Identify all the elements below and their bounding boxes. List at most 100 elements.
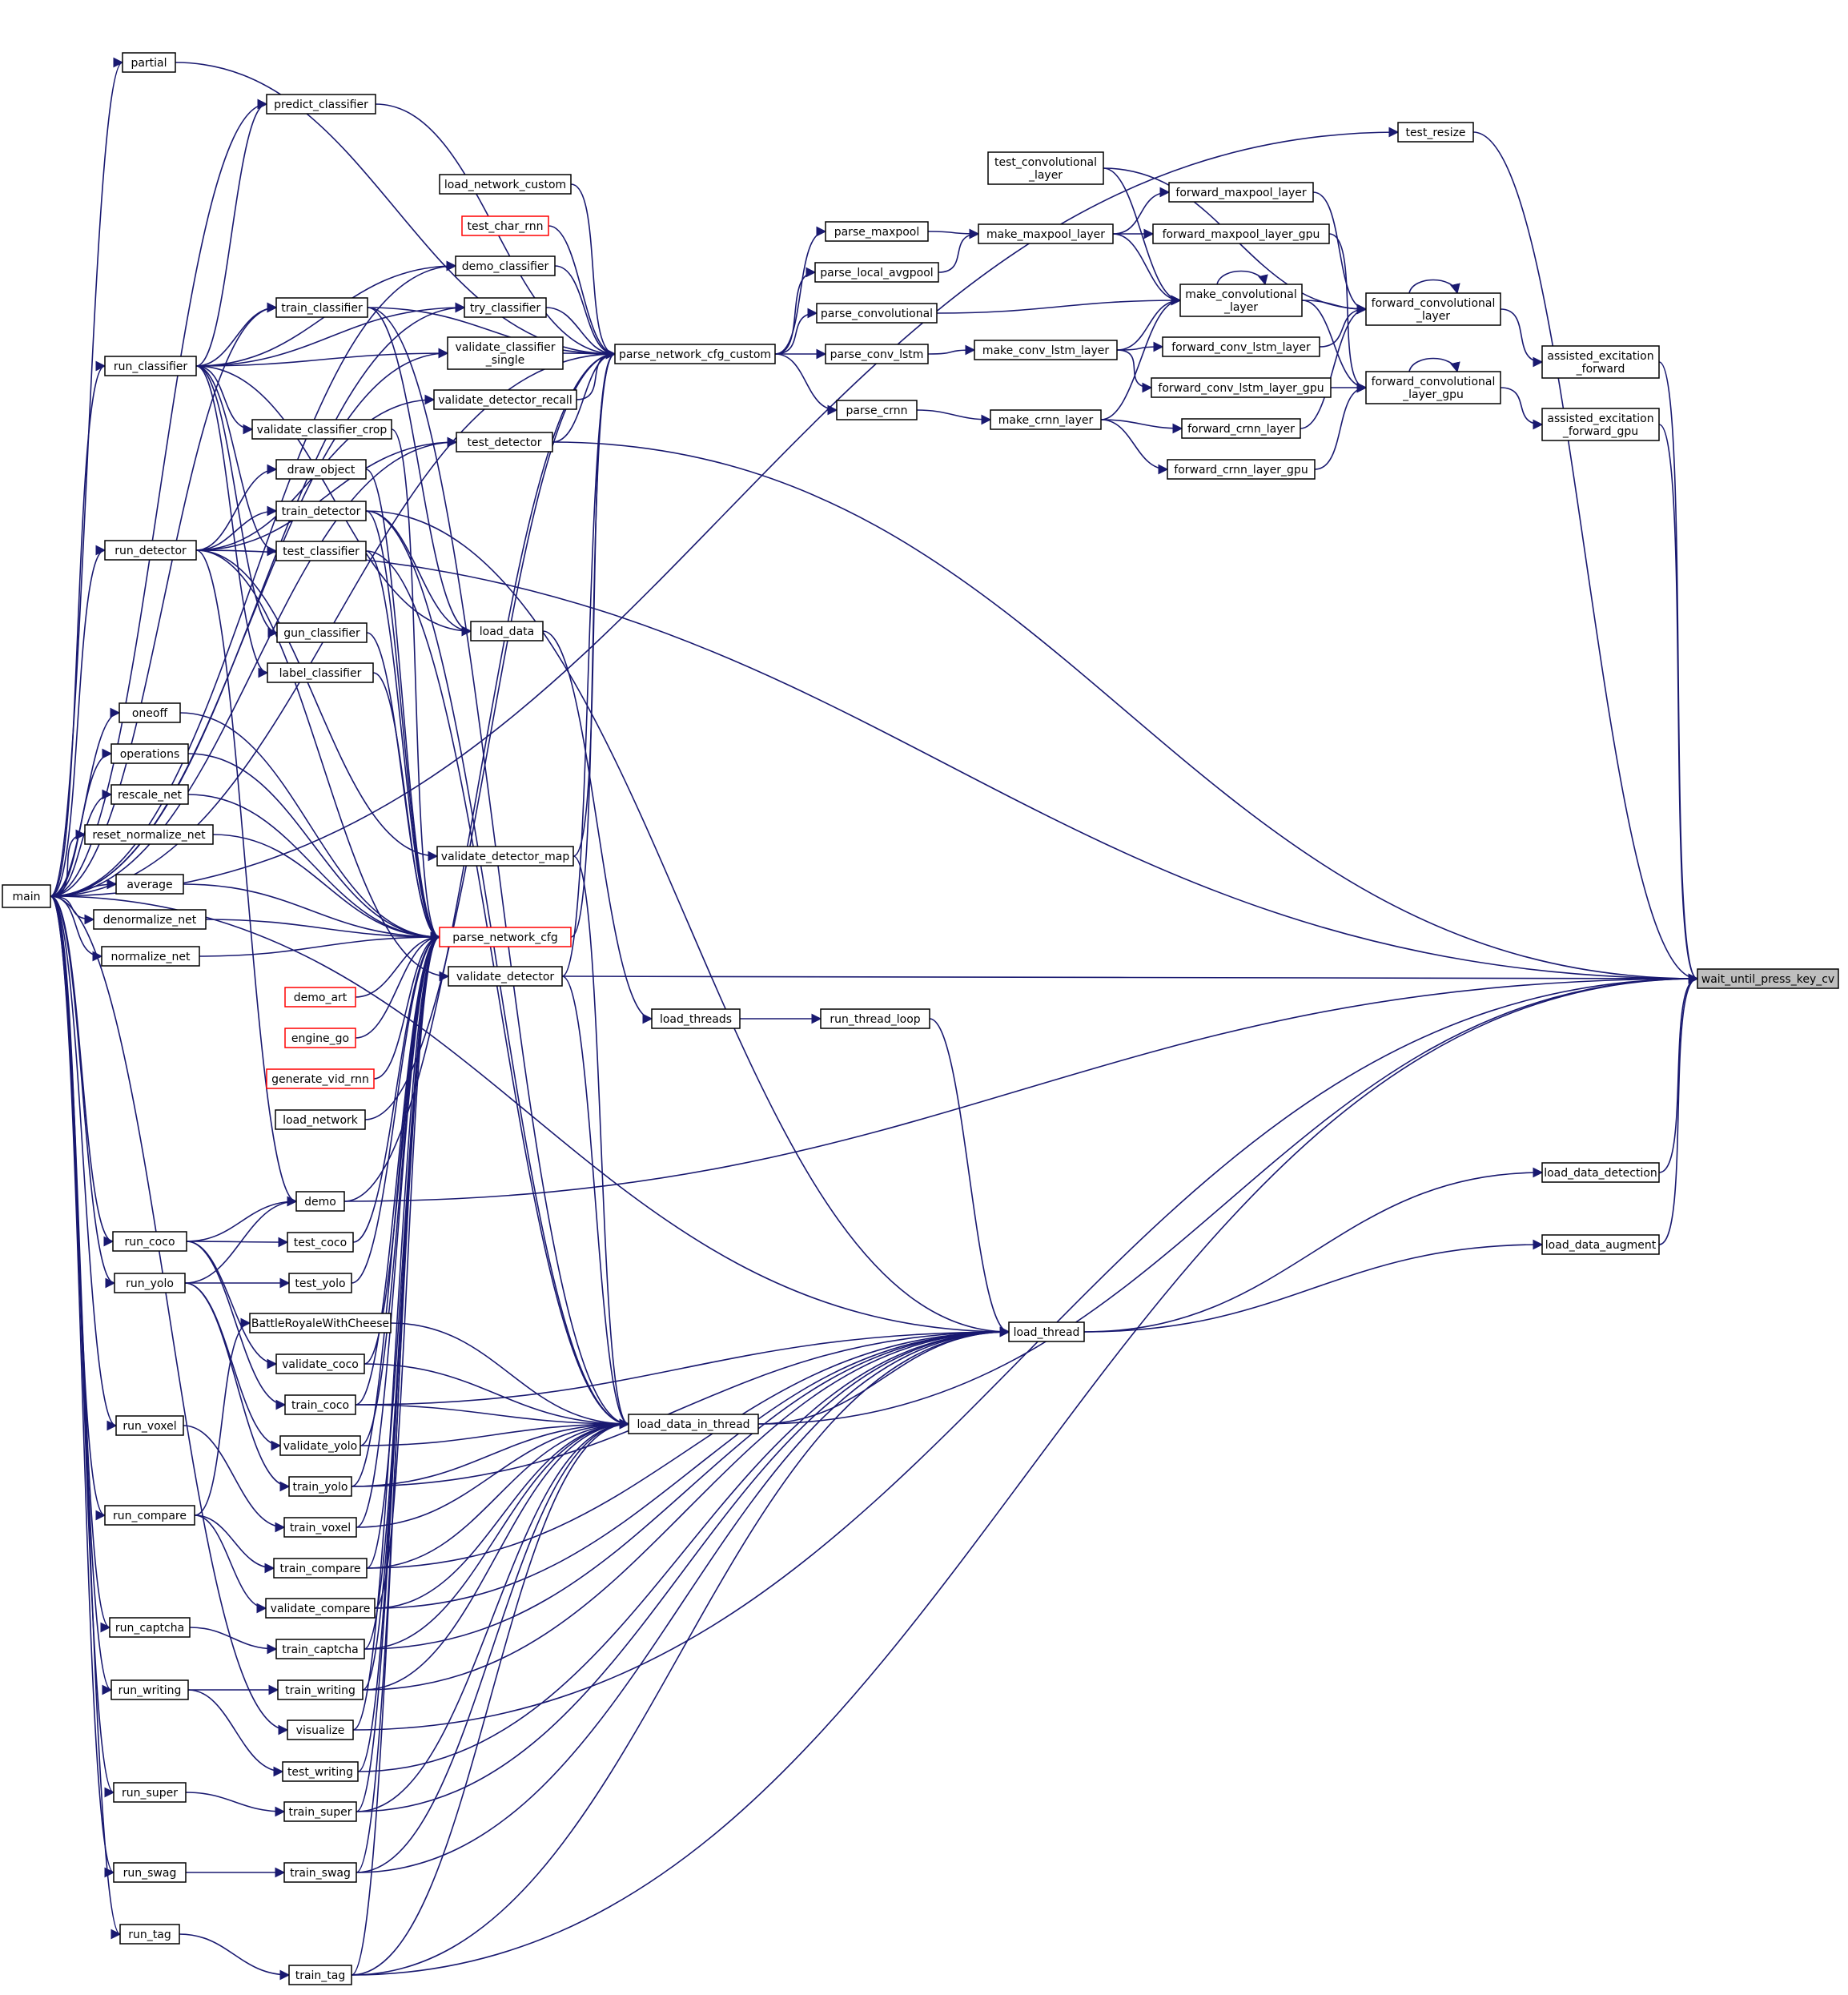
node-run-super[interactable]: run_super [113, 1782, 187, 1803]
edge-load_data-to-load_threads [542, 630, 653, 1024]
node-demo-art[interactable]: demo_art [284, 987, 356, 1008]
node-test-resize[interactable]: test_resize [1397, 122, 1474, 143]
node-load-data-detection[interactable]: load_data_detection [1541, 1162, 1660, 1183]
node-parse-convolutional[interactable]: parse_convolutional [816, 303, 938, 324]
node-validate-coco[interactable]: validate_coco [275, 1353, 365, 1374]
node-make-conv-lstm-layer[interactable]: make_conv_lstm_layer [974, 340, 1118, 360]
node-wait-until-press-key-cv[interactable]: wait_until_press_key_cv [1697, 968, 1839, 989]
node-train-classifier[interactable]: train_classifier [275, 297, 368, 318]
node-run-writing[interactable]: run_writing [110, 1679, 189, 1700]
node-label: parse_network_cfg_custom [619, 348, 771, 361]
node-forward-maxpool-layer-gpu[interactable]: forward_maxpool_layer_gpu [1152, 223, 1330, 244]
node-parse-local-avgpool[interactable]: parse_local_avgpool [814, 262, 939, 283]
node-run-swag[interactable]: run_swag [113, 1862, 187, 1883]
node-run-compare[interactable]: run_compare [104, 1505, 195, 1526]
node-test-coco[interactable]: test_coco [287, 1232, 354, 1253]
node-forward-convolutional-layer[interactable]: forward_convolutional_layer [1365, 292, 1501, 326]
node-validate-compare[interactable]: validate_compare [265, 1598, 376, 1619]
node-run-classifier[interactable]: run_classifier [104, 356, 197, 376]
node-test-detector[interactable]: test_detector [456, 432, 553, 452]
node-forward-maxpool-layer[interactable]: forward_maxpool_layer [1168, 182, 1314, 203]
node-box [266, 94, 376, 115]
node-validate-detector-recall[interactable]: validate_detector_recall [433, 389, 577, 410]
node-validate-detector[interactable]: validate_detector [448, 966, 563, 987]
node-load-data-in-thread[interactable]: load_data_in_thread [628, 1414, 759, 1434]
node-forward-conv-lstm-layer-gpu[interactable]: forward_conv_lstm_layer_gpu [1151, 377, 1332, 398]
node-run-voxel[interactable]: run_voxel [115, 1415, 184, 1436]
node-label-classifier[interactable]: label_classifier [267, 662, 374, 683]
node-main[interactable]: main [2, 884, 51, 908]
node-test-classifier[interactable]: test_classifier [275, 541, 367, 561]
node-visualize[interactable]: visualize [287, 1719, 354, 1740]
node-load-network[interactable]: load_network [275, 1109, 366, 1130]
node-oneoff[interactable]: oneoff [119, 702, 181, 723]
node-assisted-excitation-forward[interactable]: assisted_excitation_forward [1541, 345, 1660, 379]
edge-run_writing-to-test_writing [187, 1689, 284, 1777]
node-partial[interactable]: partial [122, 52, 176, 73]
node-train-yolo[interactable]: train_yolo [288, 1476, 352, 1497]
node-box [287, 1232, 354, 1253]
node-test-convolutional-layer[interactable]: test_convolutional_layer [987, 151, 1104, 185]
node-run-captcha[interactable]: run_captcha [109, 1617, 191, 1638]
node-parse-network-cfg-custom[interactable]: parse_network_cfg_custom [614, 344, 776, 364]
node-run-detector[interactable]: run_detector [104, 540, 197, 561]
node-test-char-rnn[interactable]: test_char_rnn [461, 215, 549, 236]
node-demo-classifier[interactable]: demo_classifier [455, 255, 556, 276]
node-load-data-augment[interactable]: load_data_augment [1541, 1234, 1660, 1255]
node-normalize-net[interactable]: normalize_net [101, 946, 200, 967]
node-box [273, 1558, 368, 1579]
node-forward-crnn-layer[interactable]: forward_crnn_layer [1181, 418, 1301, 439]
node-rescale-net[interactable]: rescale_net [110, 784, 189, 805]
node-forward-conv-lstm-layer[interactable]: forward_conv_lstm_layer [1162, 336, 1320, 357]
node-train-captcha[interactable]: train_captcha [275, 1639, 365, 1659]
node-train-coco[interactable]: train_coco [284, 1394, 356, 1415]
node-test-yolo[interactable]: test_yolo [288, 1273, 352, 1293]
node-train-swag[interactable]: train_swag [283, 1862, 357, 1883]
node-parse-conv-lstm[interactable]: parse_conv_lstm [825, 344, 929, 364]
node-load-threads[interactable]: load_threads [651, 1008, 741, 1029]
node-operations[interactable]: operations [110, 743, 189, 764]
node-validate-detector-map[interactable]: validate_detector_map [436, 846, 574, 867]
node-train-detector[interactable]: train_detector [275, 501, 367, 521]
node-parse-maxpool[interactable]: parse_maxpool [825, 221, 929, 242]
node-assisted-excitation-forward-gpu[interactable]: assisted_excitation_forward_gpu [1541, 408, 1660, 441]
node-validate-yolo[interactable]: validate_yolo [279, 1435, 361, 1456]
node-generate-vid-rnn[interactable]: generate_vid_rnn [266, 1068, 375, 1089]
node-engine-go[interactable]: engine_go [284, 1028, 356, 1048]
node-train-tag[interactable]: train_tag [288, 1965, 352, 1985]
node-predict-classifier[interactable]: predict_classifier [266, 94, 376, 115]
node-train-compare[interactable]: train_compare [273, 1558, 368, 1579]
node-make-convolutional-layer[interactable]: make_convolutional_layer [1179, 284, 1303, 317]
node-train-writing[interactable]: train_writing [277, 1679, 364, 1700]
node-reset-normalize-net[interactable]: reset_normalize_net [84, 824, 214, 845]
node-try-classifier[interactable]: try_classifier [464, 297, 547, 318]
edge-run_coco-to-validate_coco [186, 1241, 278, 1370]
node-average[interactable]: average [115, 874, 184, 895]
edge-main-to-run_classifier [50, 360, 106, 897]
node-train-voxel[interactable]: train_voxel [283, 1517, 357, 1538]
node-BattleRoyaleWithCheese[interactable]: BattleRoyaleWithCheese [249, 1313, 392, 1333]
edge-parse_conv_lstm-to-make_conv_lstm_layer [927, 344, 976, 356]
node-parse-network-cfg[interactable]: parse_network_cfg [439, 927, 572, 947]
node-run-yolo[interactable]: run_yolo [114, 1273, 186, 1293]
node-make-maxpool-layer[interactable]: make_maxpool_layer [978, 223, 1114, 244]
node-denormalize-net[interactable]: denormalize_net [93, 909, 207, 930]
edge-run_detector-to-test_detector [195, 436, 458, 551]
node-train-super[interactable]: train_super [283, 1801, 357, 1822]
node-run-coco[interactable]: run_coco [112, 1231, 187, 1252]
node-load-data[interactable]: load_data [470, 621, 544, 642]
node-load-network-custom[interactable]: load_network_custom [439, 174, 572, 195]
node-gun-classifier[interactable]: gun_classifier [276, 622, 368, 643]
node-draw-object[interactable]: draw_object [275, 459, 367, 480]
node-parse-crnn[interactable]: parse_crnn [836, 400, 918, 420]
node-validate-classifier-single[interactable]: validate_classifier_single [447, 336, 564, 370]
node-forward-convolutional-layer-gpu[interactable]: forward_convolutional_layer_gpu [1365, 371, 1501, 404]
node-demo[interactable]: demo [295, 1191, 345, 1212]
node-validate-classifier-crop[interactable]: validate_classifier_crop [251, 419, 392, 440]
node-run-tag[interactable]: run_tag [119, 1924, 180, 1945]
node-load-thread[interactable]: load_thread [1008, 1321, 1085, 1342]
node-forward-crnn-layer-gpu[interactable]: forward_crnn_layer_gpu [1167, 459, 1316, 480]
node-make-crnn-layer[interactable]: make_crnn_layer [990, 409, 1102, 430]
node-run-thread-loop[interactable]: run_thread_loop [820, 1008, 930, 1029]
node-test-writing[interactable]: test_writing [282, 1761, 359, 1782]
